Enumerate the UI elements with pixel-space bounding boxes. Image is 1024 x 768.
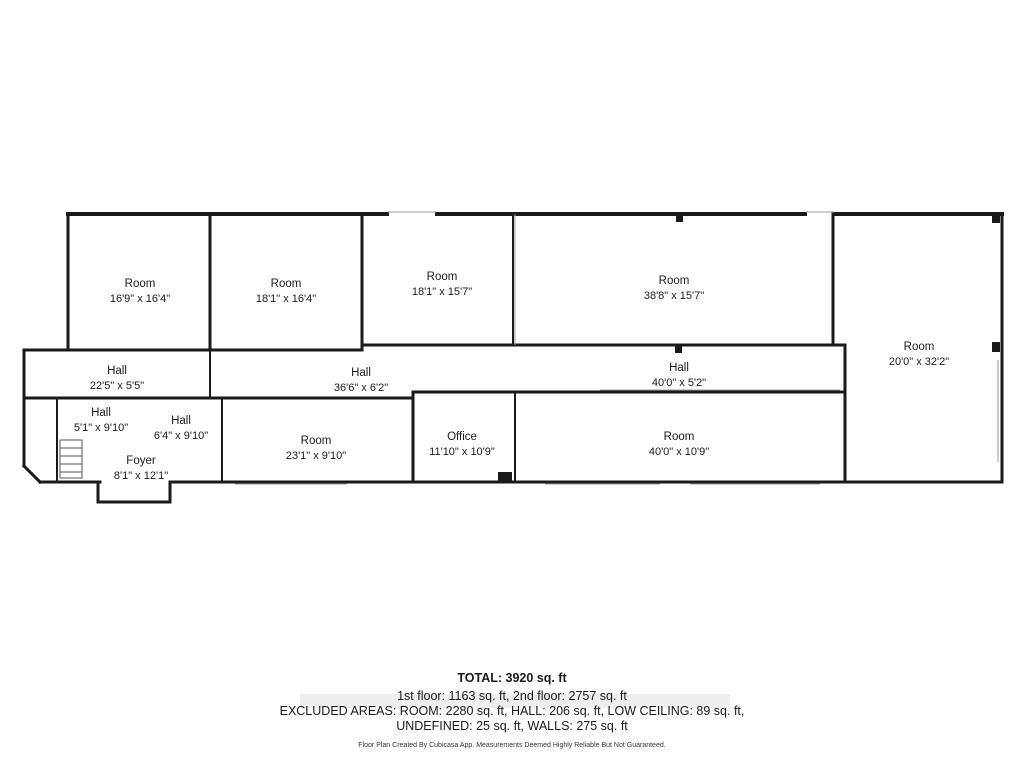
hall-label: Hall [107,365,127,377]
room-label: Room [271,278,302,290]
room-dimensions: 38'8" x 15'7" [644,290,704,302]
room-dimensions: 16'9" x 16'4" [110,293,170,305]
room-dimensions: 40'0" x 10'9" [649,446,709,458]
total-area: TOTAL: 3920 sq. ft [457,671,567,685]
hall-label: Hall [669,362,689,374]
stairs-icon [59,439,83,479]
hall-label: Hall [91,407,111,419]
hall-label: Hall [351,367,371,379]
office-label: Office [447,431,477,443]
room-dimensions: 20'0" x 32'2" [889,356,949,368]
hall-dimensions: 36'6" x 6'2" [334,382,388,394]
undefined-walls: UNDEFINED: 25 sq. ft, WALLS: 275 sq. ft [396,719,628,733]
watermark [300,694,730,708]
room-label: Room [664,431,695,443]
foyer-label: Foyer [126,455,156,467]
excluded-areas: EXCLUDED AREAS: ROOM: 2280 sq. ft, HALL:… [279,704,745,718]
foyer-dimensions: 8'1" x 12'1" [114,470,168,482]
room-label: Room [427,271,458,283]
floor-areas: 1st floor: 1163 sq. ft, 2nd floor: 2757 … [397,689,627,703]
room-dimensions: 18'1" x 16'4" [256,293,316,305]
room-label: Room [125,278,156,290]
exterior-walls [21,212,1004,504]
hall-label: Hall [171,415,191,427]
credit-text: Floor Plan Created By Cubicasa App. Meas… [358,742,666,749]
columns [498,215,1000,482]
room-label: Room [904,341,935,353]
room-label: Room [301,435,332,447]
windows [235,211,999,485]
room-dimensions: 23'1" x 9'10" [286,450,346,462]
room-dimensions: 18'1" x 15'7" [412,286,472,298]
hall-dimensions: 40'0" x 5'2" [652,377,706,389]
room-label: Room [659,275,690,287]
office-dimensions: 11'10" x 10'9" [429,446,495,458]
hall-dimensions: 22'5" x 5'5" [90,380,144,392]
hall-dimensions: 6'4" x 9'10" [154,430,208,442]
hall-dimensions: 5'1" x 9'10" [74,422,128,434]
interior-walls [22,212,847,484]
